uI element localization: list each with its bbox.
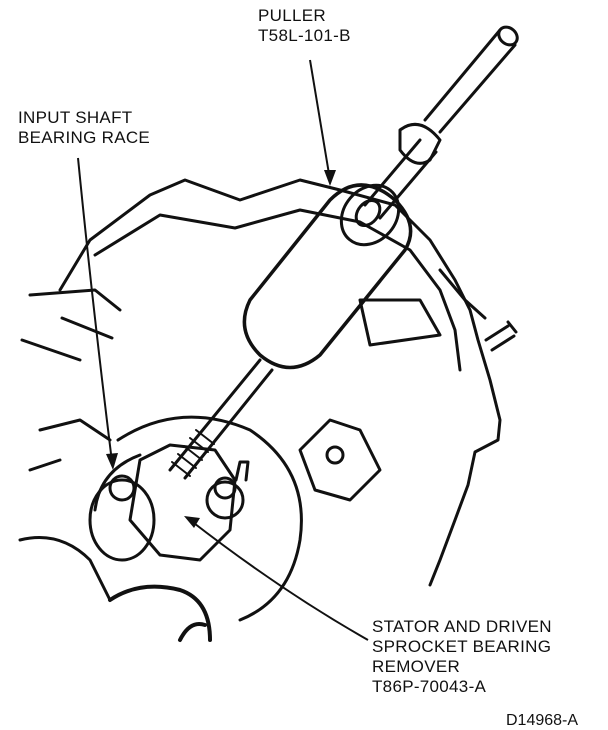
arrow-puller — [324, 170, 336, 186]
case-slot — [358, 298, 442, 347]
case-outline — [58, 178, 502, 587]
puller-label-line2: T58L-101-B — [258, 26, 351, 45]
lower-ridge — [18, 536, 112, 602]
case-stud — [484, 320, 518, 352]
case-flange — [438, 268, 487, 320]
arrow-race — [106, 453, 118, 470]
remover-label-line1: STATOR AND DRIVEN — [372, 617, 552, 636]
leader-race — [77, 157, 113, 463]
remover-label-line4: T86P-70043-A — [372, 677, 487, 696]
case-rib-left — [20, 288, 122, 362]
remover-label-line3: REMOVER — [372, 657, 461, 676]
bore-inner — [93, 453, 142, 512]
remover-knob — [205, 480, 245, 520]
case-boss — [298, 418, 382, 502]
puller-label-line1: PULLER — [258, 6, 326, 25]
case-wall-left — [28, 418, 112, 472]
remover-label-line2: SPROCKET BEARING — [372, 637, 552, 656]
puller-end — [339, 183, 401, 247]
case-boss-hole — [325, 445, 345, 465]
race-label-line2: BEARING RACE — [18, 128, 151, 147]
rod-threads — [171, 429, 215, 477]
puller-end-hole — [354, 198, 382, 228]
remover-knob-cap — [213, 476, 237, 500]
case-inner-edge — [93, 208, 462, 372]
puller-label: PULLER T58L-101-B — [258, 6, 351, 46]
remover-label: STATOR AND DRIVEN SPROCKET BEARING REMOV… — [372, 617, 552, 697]
remover-pin — [234, 460, 250, 482]
leader-puller — [309, 59, 331, 181]
race-label: INPUT SHAFT BEARING RACE — [18, 108, 150, 148]
sprocket-arc — [108, 584, 212, 642]
threaded-rod — [168, 358, 274, 480]
race-ring — [88, 478, 156, 562]
puller-collar — [398, 122, 442, 165]
race-label-line1: INPUT SHAFT — [18, 108, 133, 127]
leader-remover — [189, 519, 369, 641]
arrow-remover — [184, 516, 200, 528]
figure-code: D14968-A — [506, 712, 579, 729]
handle-tip — [497, 25, 519, 47]
puller-handle — [423, 28, 517, 134]
